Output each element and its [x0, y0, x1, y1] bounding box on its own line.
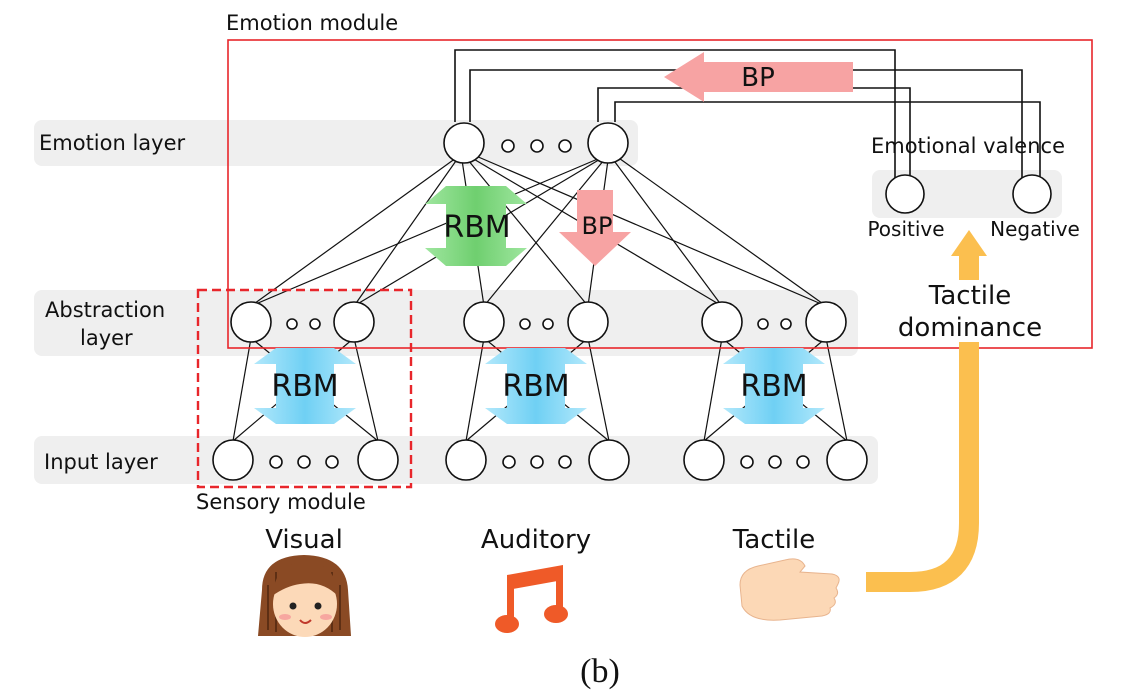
hand-icon: [739, 558, 840, 621]
figure-caption: (b): [580, 653, 620, 690]
emotion-module-box: [227, 39, 1093, 349]
positive-label: Positive: [867, 217, 944, 241]
valence-nodes: [885, 174, 1052, 214]
bp-label-down: BP: [582, 212, 613, 240]
tactile-dominance-arrow: [866, 342, 979, 592]
negative-label: Negative: [990, 217, 1080, 241]
rbm-label-3: RBM: [740, 369, 807, 404]
girl-face-icon: [258, 555, 351, 637]
rbm-label-1: RBM: [271, 369, 338, 404]
rbm-arrow-blue-3: [723, 348, 825, 424]
abstraction-nodes: [230, 301, 847, 343]
rbm-arrow-blue-1: [254, 348, 356, 424]
music-note-icon: [495, 565, 568, 633]
emotion-layer-label: Emotion layer: [39, 131, 186, 155]
tactile-dominance-arrowhead: [951, 230, 987, 280]
input-layer-label: Input layer: [44, 450, 158, 474]
abstraction-layer-label-2: layer: [80, 326, 133, 350]
abstraction-emotion-connections: [250, 155, 827, 307]
abstraction-layer-label-1: Abstraction: [45, 298, 165, 322]
emotion-layer-band: [34, 120, 638, 166]
bp-arrow-left: [664, 52, 853, 102]
emotional-valence-title: Emotional valence: [871, 134, 1065, 158]
bp-arrow-down: [559, 190, 631, 266]
input-nodes: [212, 439, 868, 481]
rbm-arrow-green: [425, 186, 527, 266]
tactile-dominance-label-1: Tactile: [928, 281, 1011, 311]
rbm-arrow-blue-2: [485, 348, 587, 424]
auditory-label: Auditory: [481, 525, 591, 555]
rbm-label-2: RBM: [502, 369, 569, 404]
sensory-module-box: [196, 288, 413, 489]
emotion-nodes: [443, 122, 629, 164]
rbm-label-green: RBM: [443, 210, 510, 245]
visual-label: Visual: [265, 525, 343, 555]
tactile-label: Tactile: [732, 525, 815, 555]
emotion-module-label: Emotion module: [226, 11, 398, 35]
bp-label-left: BP: [741, 63, 775, 93]
tactile-dominance-label-2: dominance: [898, 313, 1042, 343]
sensory-module-label: Sensory module: [196, 490, 366, 514]
